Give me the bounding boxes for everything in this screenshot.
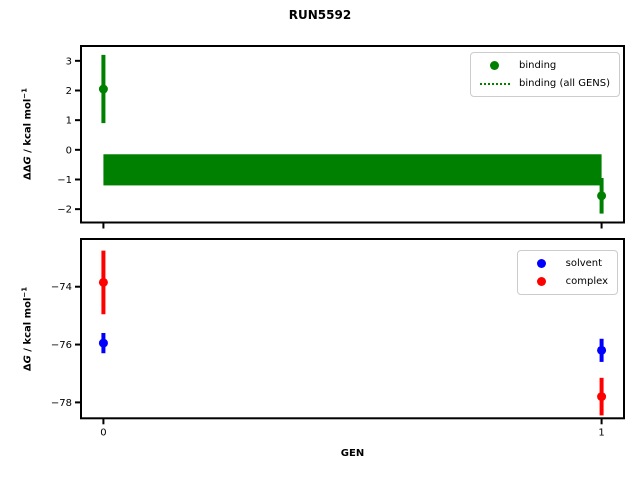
y-tick-label: 2 bbox=[66, 86, 72, 97]
data-point-solvent bbox=[597, 345, 607, 355]
series-band-binding-all-gens- bbox=[103, 154, 602, 186]
legend-entry-complex: complex bbox=[527, 274, 608, 289]
legend-label: binding (all GENS) bbox=[518, 77, 610, 89]
y-tick-label: 3 bbox=[66, 56, 72, 67]
legend-entry-binding: binding bbox=[480, 58, 610, 73]
variable-g: G bbox=[22, 156, 34, 165]
y-tick-label: 0 bbox=[66, 145, 72, 156]
axes-spines-panel-0 bbox=[80, 45, 625, 224]
legend-dg-panel: solvent complex bbox=[516, 250, 618, 295]
solvent-marker-icon bbox=[537, 259, 547, 268]
legend-swatch-wrap bbox=[527, 277, 557, 286]
data-point-binding bbox=[597, 191, 607, 201]
x-tick-label: 0 bbox=[100, 427, 106, 438]
legend-swatch-wrap bbox=[480, 61, 510, 70]
units-exponent: −1 bbox=[20, 87, 29, 99]
legend-swatch-wrap bbox=[479, 82, 510, 85]
data-point-complex bbox=[597, 392, 607, 402]
legend-entry-binding-all-gens: binding (all GENS) bbox=[479, 76, 610, 91]
legend-binding-panel: binding binding (all GENS) bbox=[469, 52, 620, 97]
data-point-solvent bbox=[98, 338, 108, 348]
data-point-complex bbox=[98, 277, 108, 287]
y-tick-label: −2 bbox=[57, 205, 72, 216]
delta-delta-symbol: ΔΔ bbox=[22, 164, 34, 181]
complex-marker-icon bbox=[537, 277, 547, 286]
legend-label: complex bbox=[565, 275, 608, 287]
legend-swatch-wrap bbox=[527, 259, 557, 268]
legend-label: binding bbox=[518, 59, 557, 71]
x-axis-label: GEN bbox=[340, 448, 365, 459]
data-point-binding bbox=[98, 84, 108, 94]
units-text: / kcal mol bbox=[22, 297, 34, 356]
y-axis-label-dg: ΔG / kcal mol−1 bbox=[20, 287, 33, 371]
axes-spines-panel-1 bbox=[80, 238, 625, 420]
chart-title: RUN5592 bbox=[288, 8, 352, 22]
x-tick-label: 1 bbox=[598, 427, 604, 438]
legend-label: solvent bbox=[565, 257, 603, 269]
y-tick-label: −74 bbox=[51, 282, 72, 293]
dotted-line-icon bbox=[479, 82, 510, 85]
units-exponent: −1 bbox=[20, 286, 29, 298]
y-tick-label: −76 bbox=[51, 340, 72, 351]
units-text: / kcal mol bbox=[22, 98, 34, 157]
y-tick-label: −78 bbox=[51, 398, 72, 409]
variable-g: G bbox=[22, 355, 34, 364]
y-axis-label-ddg: ΔΔG / kcal mol−1 bbox=[20, 88, 33, 180]
y-tick-label: −1 bbox=[57, 175, 72, 186]
y-tick-label: 1 bbox=[66, 116, 72, 127]
binding-marker-icon bbox=[490, 61, 500, 70]
legend-entry-solvent: solvent bbox=[527, 256, 608, 271]
delta-symbol: Δ bbox=[22, 363, 34, 372]
